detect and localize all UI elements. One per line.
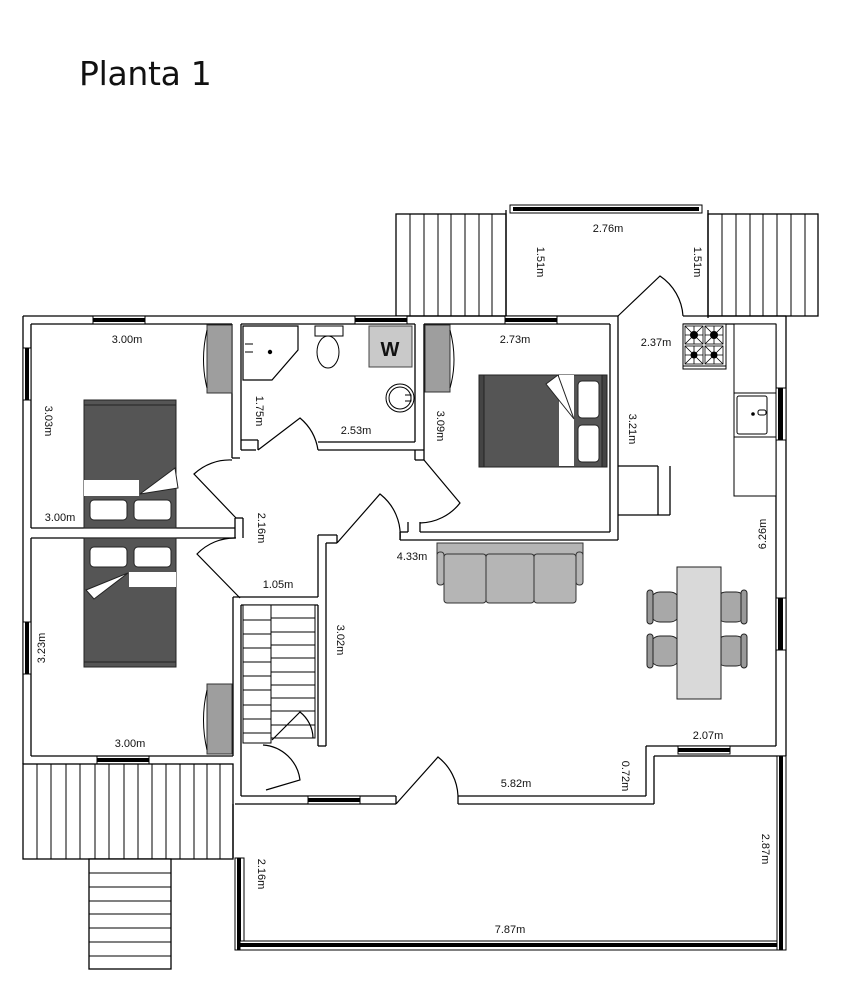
sink-icon	[385, 383, 415, 413]
dim-terrace-right-height: 2.87m	[759, 834, 771, 865]
dim-master-height2: 3.21m	[626, 414, 638, 445]
toilet-icon	[316, 335, 340, 369]
terrace-bottom	[232, 755, 787, 951]
dim-bedroom2-height: 3.23m	[36, 633, 48, 664]
dim-master-height: 3.09m	[434, 411, 446, 442]
washer-label: W	[381, 339, 400, 361]
dim-terrace-left-height: 2.16m	[255, 859, 267, 890]
bathroom-fixtures: W	[242, 325, 415, 413]
dim-kitchen-width: 2.37m	[641, 337, 672, 349]
dim-hall-width: 1.05m	[263, 579, 294, 591]
dim-living-width: 4.33m	[397, 551, 428, 563]
master-bedroom-furniture	[424, 324, 608, 468]
toilet-tank	[314, 325, 344, 337]
dim-bedroom1-height: 3.03m	[42, 406, 54, 437]
bed-1-icon	[83, 399, 179, 529]
dim-balcony-height-right: 1.51m	[691, 247, 703, 278]
dim-bedroom1-width: 3.00m	[112, 334, 143, 346]
plan-title: Planta 1	[79, 54, 212, 93]
dim-dining-width: 2.07m	[693, 730, 724, 742]
dim-balcony-height-left: 1.51m	[534, 247, 546, 278]
sofa-icon	[436, 542, 584, 604]
wardrobe-1	[206, 324, 233, 394]
washer-icon	[368, 325, 413, 368]
dim-terrace-width: 7.87m	[495, 924, 526, 936]
dim-bedroom1-bottom: 3.00m	[45, 512, 76, 524]
dim-stairs-height: 3.02m	[334, 625, 346, 656]
windows	[22, 315, 787, 805]
wardrobe-2	[206, 683, 233, 755]
balcony-top	[395, 204, 819, 318]
bed-2-icon	[83, 537, 177, 668]
dim-living-height: 6.26m	[757, 519, 769, 550]
dim-bath-width: 2.53m	[341, 425, 372, 437]
dim-bath-height: 1.75m	[253, 396, 265, 427]
staircase	[242, 604, 316, 744]
bedroom-1-furniture	[83, 324, 233, 529]
dim-balcony-width: 2.76m	[593, 223, 624, 235]
dim-front-width: 5.82m	[501, 778, 532, 790]
dim-hall-height: 2.16m	[255, 513, 267, 544]
kitchen-fixtures	[682, 323, 777, 497]
dim-step-height: 0.72m	[619, 761, 631, 792]
dim-master-width: 2.73m	[500, 334, 531, 346]
dimension-labels: 2.76m 1.51m 1.51m 3.00m 3.03m 3.00m 1.75…	[36, 223, 771, 936]
doors	[193, 275, 684, 805]
terrace-left-deck	[22, 763, 234, 970]
dim-bedroom2-width: 3.00m	[115, 738, 146, 750]
bedroom-2-furniture	[83, 537, 233, 755]
bed-master-icon	[478, 374, 608, 468]
dining-table-icon	[646, 566, 748, 700]
wardrobe-master	[424, 324, 451, 393]
